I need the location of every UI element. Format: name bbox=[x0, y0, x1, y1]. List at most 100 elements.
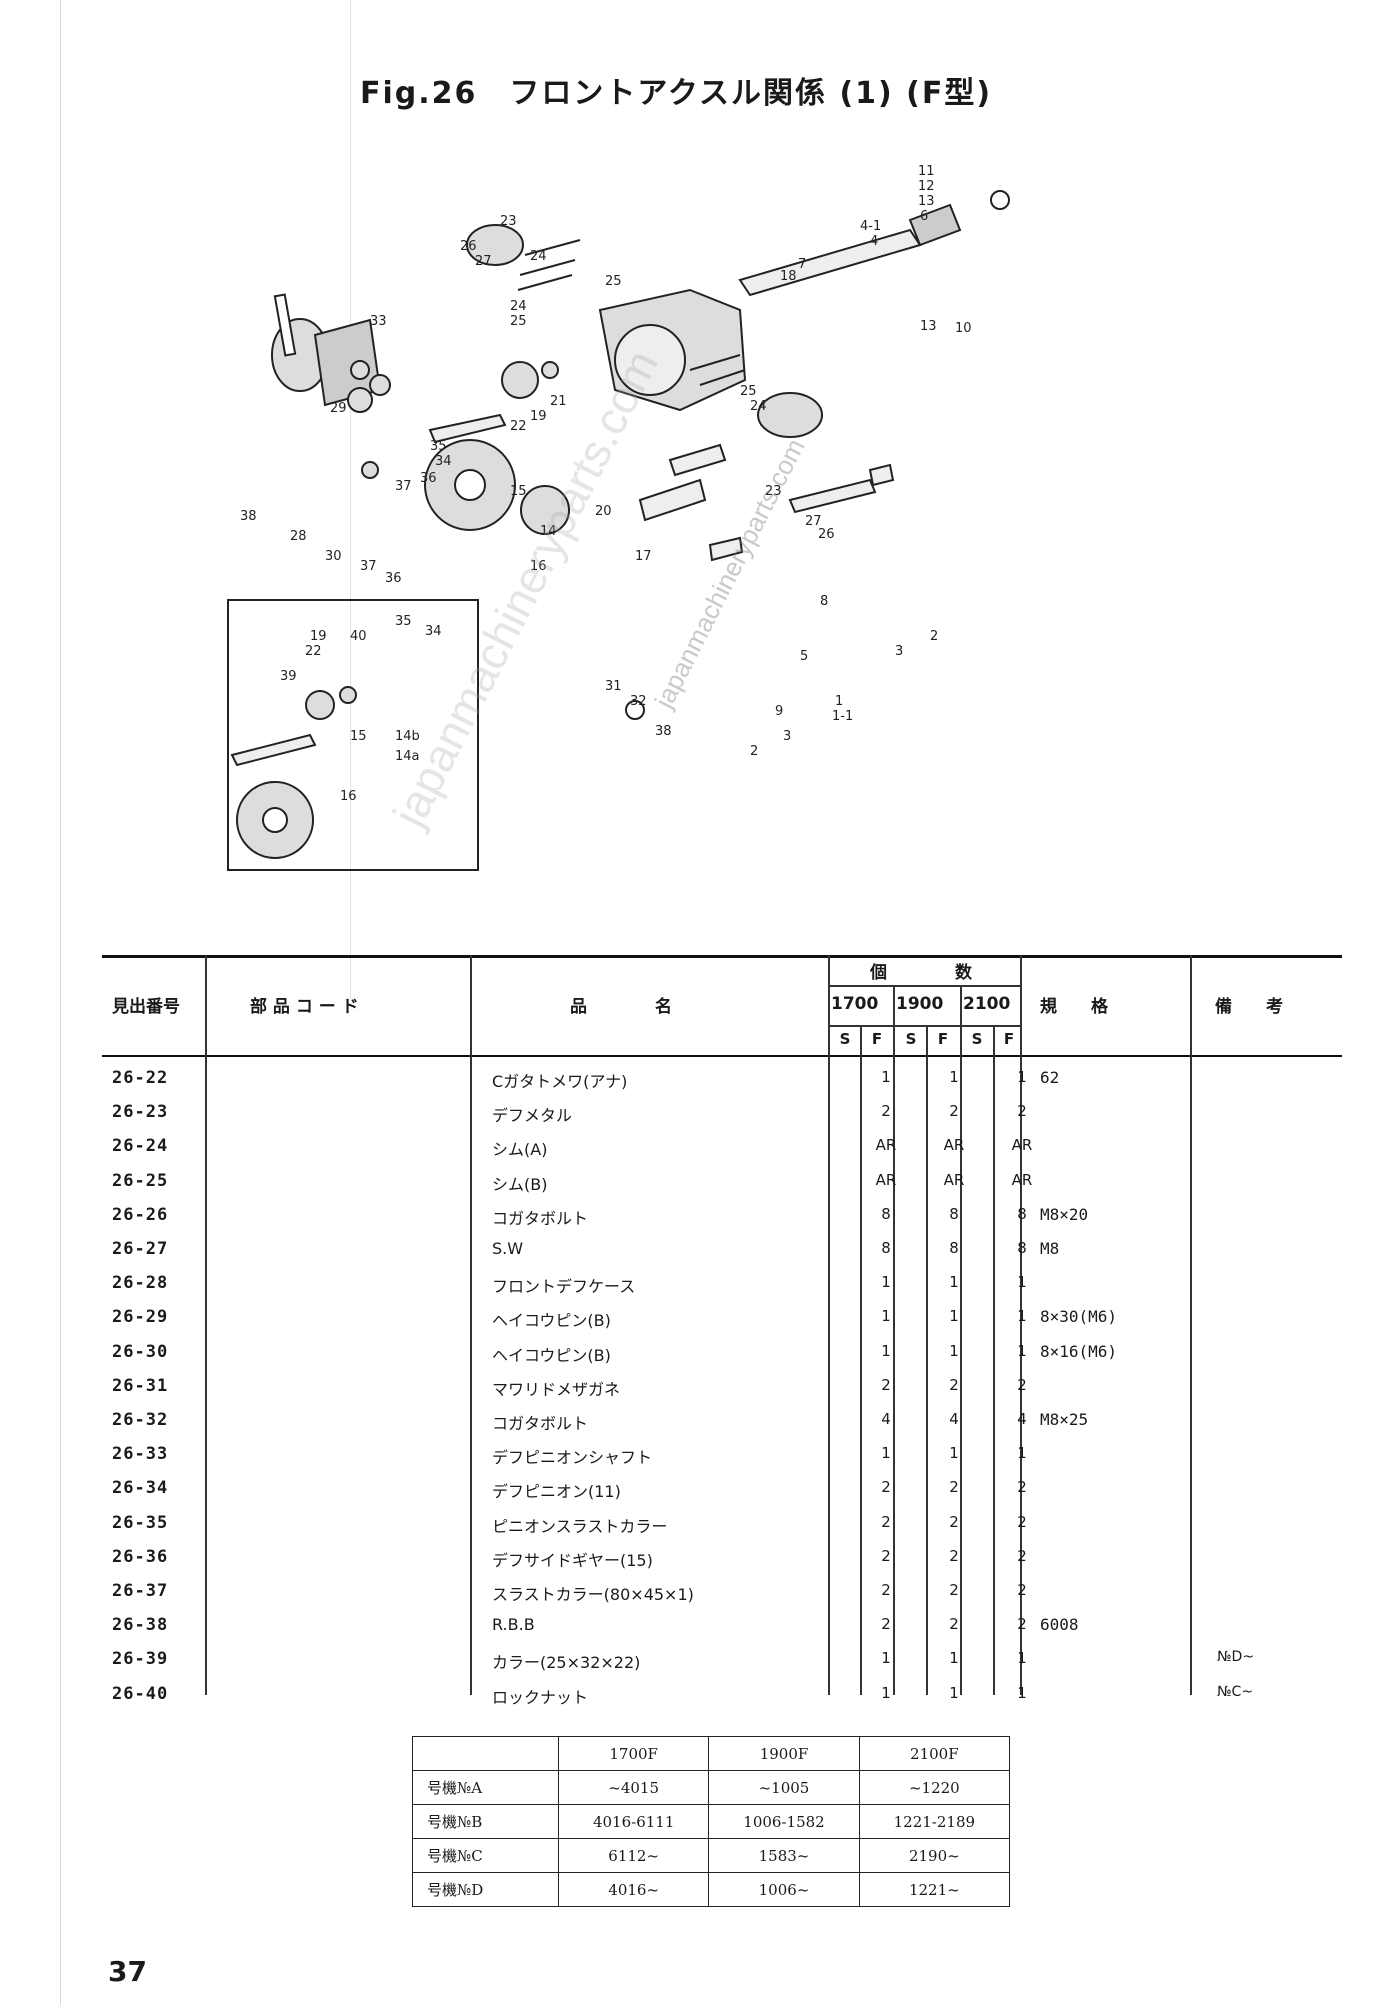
housing-bore bbox=[614, 324, 686, 396]
svg-text:27: 27 bbox=[475, 254, 492, 269]
serial-range-cell: ~4015 bbox=[557, 1770, 710, 1805]
part-name-cell: コガタボルト bbox=[492, 1414, 589, 1433]
header-f: F bbox=[937, 1030, 949, 1048]
qty-2100-cell: 2 bbox=[1017, 1512, 1027, 1531]
header-s: S bbox=[905, 1030, 917, 1048]
lock-nut-21 bbox=[541, 361, 559, 379]
svg-text:13: 13 bbox=[918, 194, 935, 209]
serial-range-cell: 4016~ bbox=[557, 1872, 710, 1907]
svg-text:14b: 14b bbox=[395, 729, 420, 744]
svg-text:10: 10 bbox=[955, 321, 972, 336]
serial-header-cell: 1700F bbox=[557, 1736, 710, 1771]
part-name-cell: デフサイドギヤー(15) bbox=[492, 1550, 653, 1570]
header-spec: 規 格 bbox=[1040, 997, 1108, 1017]
qty-1700-cell: 1 bbox=[881, 1649, 891, 1668]
qty-1700-cell: 1 bbox=[881, 1683, 891, 1702]
svg-text:24: 24 bbox=[530, 249, 547, 264]
ref-no-cell: 26-33 bbox=[112, 1444, 169, 1465]
svg-text:27: 27 bbox=[805, 514, 822, 529]
svg-text:25: 25 bbox=[510, 314, 527, 329]
ref-no-cell: 26-29 bbox=[112, 1307, 169, 1328]
ref-no-cell: 26-38 bbox=[112, 1615, 169, 1636]
svg-text:23: 23 bbox=[500, 214, 517, 229]
qty-1900-cell: AR bbox=[943, 1170, 965, 1189]
svg-text:1-1: 1-1 bbox=[832, 709, 853, 724]
ref-no-cell: 26-32 bbox=[112, 1410, 169, 1430]
spec-cell: 8×30(M6) bbox=[1040, 1307, 1118, 1327]
serial-label-cell: 号機№A bbox=[412, 1770, 559, 1805]
ref-no-cell: 26-24 bbox=[112, 1136, 169, 1157]
inset-nut-40 bbox=[339, 686, 357, 704]
svg-text:32: 32 bbox=[630, 694, 647, 709]
qty-1700-cell: 1 bbox=[881, 1341, 891, 1360]
svg-text:2: 2 bbox=[930, 629, 938, 644]
qty-1900-cell: 1 bbox=[949, 1273, 959, 1292]
svg-text:34: 34 bbox=[435, 454, 452, 469]
svg-text:12: 12 bbox=[918, 179, 935, 194]
header-s: S bbox=[839, 1030, 851, 1048]
spec-cell: 8×16(M6) bbox=[1040, 1341, 1118, 1361]
svg-text:25: 25 bbox=[740, 384, 757, 399]
ref-no-cell: 26-31 bbox=[112, 1375, 169, 1396]
svg-text:9: 9 bbox=[775, 704, 783, 719]
remarks-cell: №C~ bbox=[1217, 1683, 1254, 1700]
ref-no-cell: 26-28 bbox=[112, 1273, 169, 1294]
spec-cell: M8 bbox=[1040, 1239, 1060, 1258]
inset-bearing-19 bbox=[305, 690, 335, 720]
svg-text:1: 1 bbox=[835, 694, 843, 709]
cap-23-top bbox=[466, 224, 524, 266]
serial-range-cell: 1006-1582 bbox=[708, 1804, 860, 1839]
serial-range-cell: ~1005 bbox=[708, 1770, 860, 1805]
qty-1700-cell: 2 bbox=[881, 1512, 891, 1531]
qty-1700-cell: 2 bbox=[881, 1478, 891, 1497]
serial-label-cell: 号機№C bbox=[412, 1838, 559, 1873]
part-name-cell: Cガタトメワ(アナ) bbox=[492, 1072, 628, 1091]
svg-text:37: 37 bbox=[360, 559, 377, 574]
svg-text:22: 22 bbox=[305, 644, 322, 659]
serial-header-cell: 2100F bbox=[858, 1736, 1011, 1771]
svg-text:20: 20 bbox=[595, 504, 612, 519]
qty-1700-cell: AR bbox=[875, 1136, 897, 1155]
svg-text:23: 23 bbox=[765, 484, 782, 499]
qty-2100-cell: 1 bbox=[1017, 1683, 1027, 1702]
pinion-34 bbox=[350, 360, 370, 380]
qty-1700-cell: 2 bbox=[881, 1102, 891, 1121]
serial-range-cell: ~1220 bbox=[858, 1770, 1011, 1805]
qty-1900-cell: 1 bbox=[949, 1341, 959, 1360]
svg-text:21: 21 bbox=[550, 394, 567, 409]
svg-text:8: 8 bbox=[820, 594, 828, 609]
svg-text:36: 36 bbox=[385, 571, 402, 586]
svg-text:39: 39 bbox=[280, 669, 297, 684]
svg-text:28: 28 bbox=[290, 529, 307, 544]
qty-2100-cell: 1 bbox=[1017, 1341, 1027, 1360]
arrow-a-marker bbox=[625, 700, 645, 720]
ref-no-cell: 26-37 bbox=[112, 1581, 169, 1601]
ref-no-cell: 26-23 bbox=[112, 1102, 169, 1123]
inset-box bbox=[227, 599, 479, 871]
qty-1900-cell: 1 bbox=[949, 1444, 959, 1463]
qty-1700-cell: 8 bbox=[881, 1239, 891, 1257]
shims-24-25-top bbox=[517, 239, 581, 291]
header-ref-no: 見出番号 bbox=[112, 997, 180, 1017]
qty-1900-cell: 2 bbox=[949, 1375, 959, 1394]
qty-2100-cell: 1 bbox=[1017, 1444, 1027, 1463]
qty-1900-cell: 1 bbox=[949, 1649, 959, 1668]
svg-text:6: 6 bbox=[920, 209, 928, 224]
part-name-cell: ピニオンスラストカラー bbox=[492, 1516, 668, 1536]
table-header-rule bbox=[102, 1055, 1342, 1057]
header-model-1700: 1700 bbox=[831, 994, 879, 1014]
